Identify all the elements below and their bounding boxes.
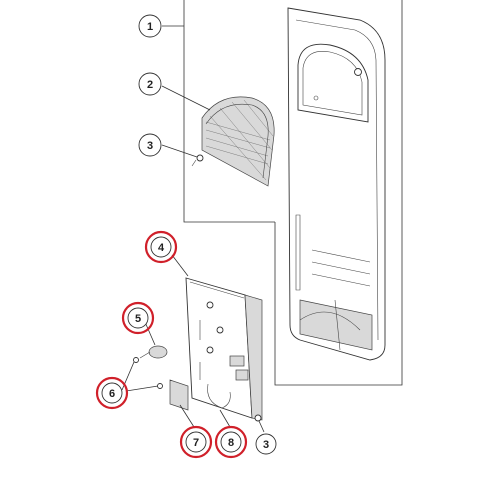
svg-text:3: 3 (147, 140, 153, 152)
control-bracket (185, 277, 263, 421)
frame-outline (183, 0, 403, 386)
callout-3-upper: 3 (138, 133, 162, 157)
callout-7: 7 (179, 425, 213, 459)
harness-8 (207, 383, 231, 409)
svg-text:8: 8 (228, 437, 234, 449)
callout-5: 5 (121, 301, 155, 335)
rear-duct-panel (287, 7, 386, 361)
svg-text:3: 3 (263, 439, 269, 451)
lint-screen (201, 96, 275, 187)
screw-upper (191, 154, 204, 167)
callouts: 1 2 3 4 5 6 7 (95, 14, 277, 459)
svg-text:6: 6 (109, 388, 115, 400)
callout-8: 8 (214, 425, 248, 459)
switch-7 (169, 379, 189, 411)
svg-text:5: 5 (135, 313, 141, 325)
callout-6: 6 (95, 376, 129, 410)
svg-text:7: 7 (193, 437, 199, 449)
callout-3-lower: 3 (255, 433, 277, 455)
svg-text:4: 4 (158, 242, 165, 254)
callout-4: 4 (144, 230, 178, 264)
svg-text:1: 1 (147, 21, 153, 33)
svg-text:2: 2 (147, 79, 153, 91)
leader-lines (121, 25, 265, 433)
screw-lower (254, 414, 262, 422)
sensor-5 (139, 345, 168, 359)
callout-2: 2 (138, 72, 162, 96)
screw-6 (133, 357, 163, 389)
callout-1: 1 (138, 14, 162, 38)
